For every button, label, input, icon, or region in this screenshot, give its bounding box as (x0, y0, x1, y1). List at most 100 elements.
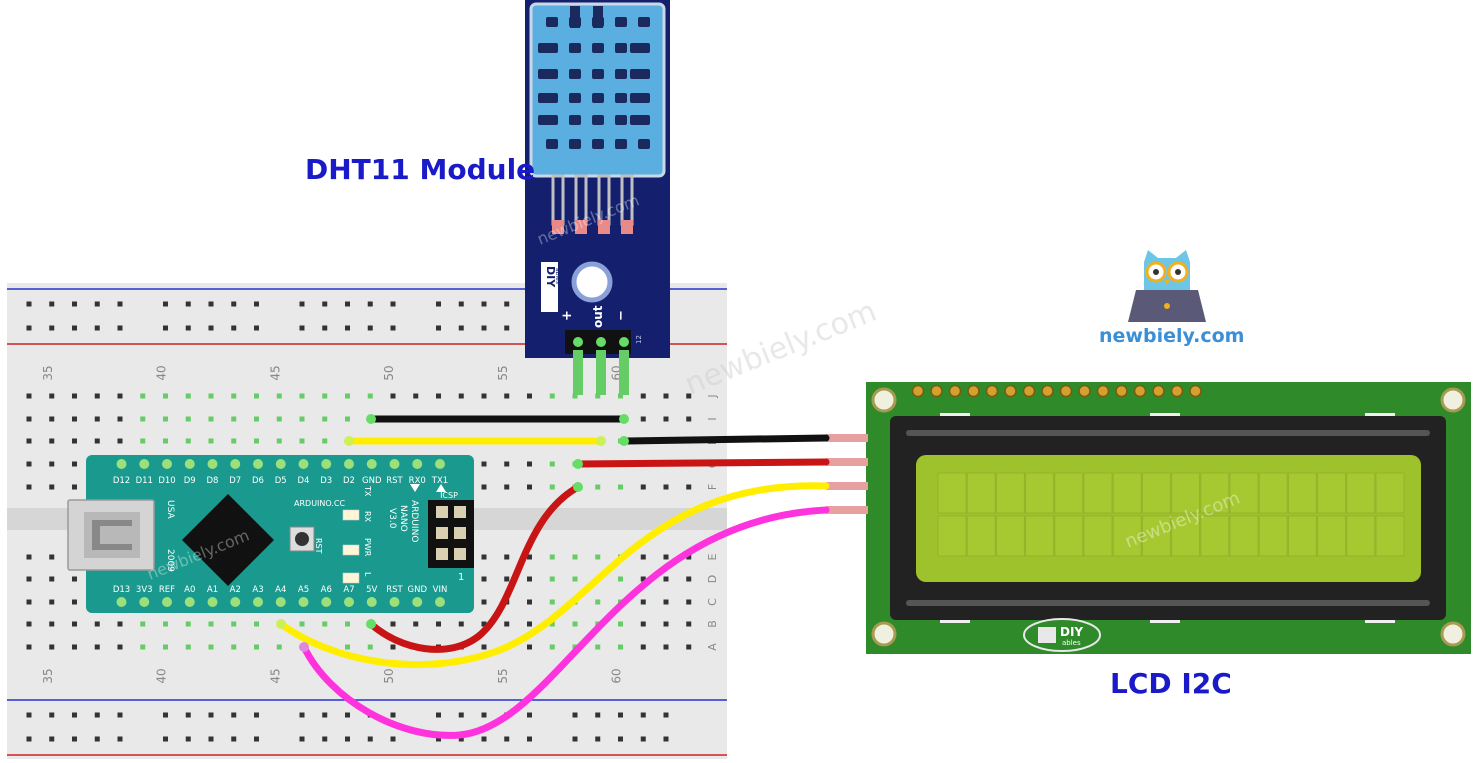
icsp-pin (436, 548, 448, 560)
rail-hole (185, 325, 191, 331)
model-line-1: ARDUINO (409, 500, 419, 542)
nano-bottom-pin-label: A0 (184, 585, 195, 595)
lcd-header-pin (1133, 384, 1147, 398)
nano-top-pin (184, 459, 195, 469)
vcc-5v-wire (367, 483, 582, 653)
breadboard-hole (504, 576, 510, 582)
dht11-sensor-legs (551, 174, 634, 234)
rail-hole (94, 736, 100, 742)
breadboard-hole (231, 644, 237, 650)
rail-hole (322, 325, 328, 331)
rail-hole (49, 712, 55, 718)
row-letter: I (706, 417, 719, 420)
lcd-char-cell (1112, 472, 1142, 514)
rail-hole (49, 325, 55, 331)
grille-slot (630, 115, 650, 125)
lcd-header-pin (930, 384, 943, 398)
grille-slot (592, 115, 604, 125)
rail-hole (436, 736, 441, 742)
lcd-char-cell (1054, 515, 1084, 557)
nano-bottom-pin-label: A2 (230, 585, 241, 595)
lcd-char-cell (1317, 515, 1347, 557)
breadboard-hole (185, 621, 191, 627)
breadboard-hole (185, 416, 191, 422)
rail-hole (94, 325, 100, 331)
breadboard-hole (185, 393, 191, 399)
breadboard-hole (254, 644, 259, 650)
rail-hole (72, 736, 77, 742)
rail-hole (618, 736, 623, 742)
grille-slot (638, 17, 650, 27)
breadboard-hole (481, 599, 487, 605)
breadboard-hole (49, 644, 55, 650)
breadboard-hole (527, 484, 532, 490)
rail-hole (458, 712, 464, 718)
breadboard-hole (163, 393, 168, 399)
dht11-corner-mark: 12 (635, 335, 643, 344)
dht11-logo-box (541, 262, 558, 312)
dht11-sensor-housing (529, 2, 666, 178)
lcd-bezel-tab (1365, 618, 1395, 623)
lcd-char-cell (1287, 515, 1317, 557)
breadboard-hole (26, 554, 32, 560)
lcd-bezel-tab (940, 618, 970, 623)
rail-hole (94, 712, 100, 718)
breadboard-hole (94, 416, 100, 422)
nano-top-pin-label: D9 (184, 476, 196, 486)
grille-slot (615, 93, 627, 103)
dht11-lead-plus (573, 350, 583, 395)
lcd-header-pin (948, 384, 962, 398)
breadboard-hole (640, 416, 646, 422)
lcd-char-cell (1141, 515, 1171, 557)
rail-hole (299, 301, 305, 307)
icsp-pin (436, 527, 448, 539)
breadboard-hole (254, 416, 259, 422)
grille-slot (630, 43, 650, 53)
lcd-header-pin (1059, 384, 1073, 398)
breadboard-hole (686, 644, 692, 650)
rail-hole (504, 325, 510, 331)
nano-bottom-pin-label: A6 (321, 585, 332, 595)
nano-bottom-pin (275, 597, 286, 607)
sda-wire (277, 482, 830, 669)
grille-slot (538, 43, 558, 53)
lcd-header-pin (1152, 384, 1165, 398)
rail-hole (49, 736, 55, 742)
rail-hole (345, 712, 350, 718)
breadboard-hole (163, 416, 168, 422)
grille-slot (570, 6, 580, 28)
column-number: 55 (496, 668, 510, 683)
breadboard-hole (49, 416, 55, 422)
nano-bottom-pin (412, 597, 423, 607)
rail-hole (458, 736, 464, 742)
rail-hole (390, 736, 396, 742)
rail-hole (163, 712, 168, 718)
lcd-char-cell (1258, 515, 1288, 557)
nano-bottom-pin (344, 597, 354, 607)
year-label: 2009 (165, 549, 175, 572)
breadboard-hole (345, 644, 350, 650)
breadboard-hole (140, 621, 146, 627)
breadboard-hole (595, 484, 601, 490)
rail-hole (26, 712, 32, 718)
column-number: 45 (268, 365, 282, 380)
rail-hole (26, 325, 32, 331)
led-pwr (342, 544, 360, 556)
breadboard-hole (26, 484, 32, 490)
breadboard-hole (390, 393, 396, 399)
dht11-title: DHT11 Module (305, 153, 536, 186)
rail-hole (322, 301, 328, 307)
rail-hole (640, 712, 646, 718)
dht11-pin-label-minus: − (614, 310, 629, 321)
lcd-char-cell (1083, 515, 1113, 557)
nano-bottom-pin-label: 5V (366, 585, 377, 595)
rail-hole (117, 736, 123, 742)
nano-bottom-pin-label: A4 (275, 585, 286, 595)
nano-top-pin (162, 459, 172, 469)
row-letter: C (706, 598, 719, 606)
nano-top-pin (366, 459, 377, 469)
grille-slot (538, 69, 558, 79)
rail-hole (458, 325, 464, 331)
breadboard-hole (390, 644, 396, 650)
